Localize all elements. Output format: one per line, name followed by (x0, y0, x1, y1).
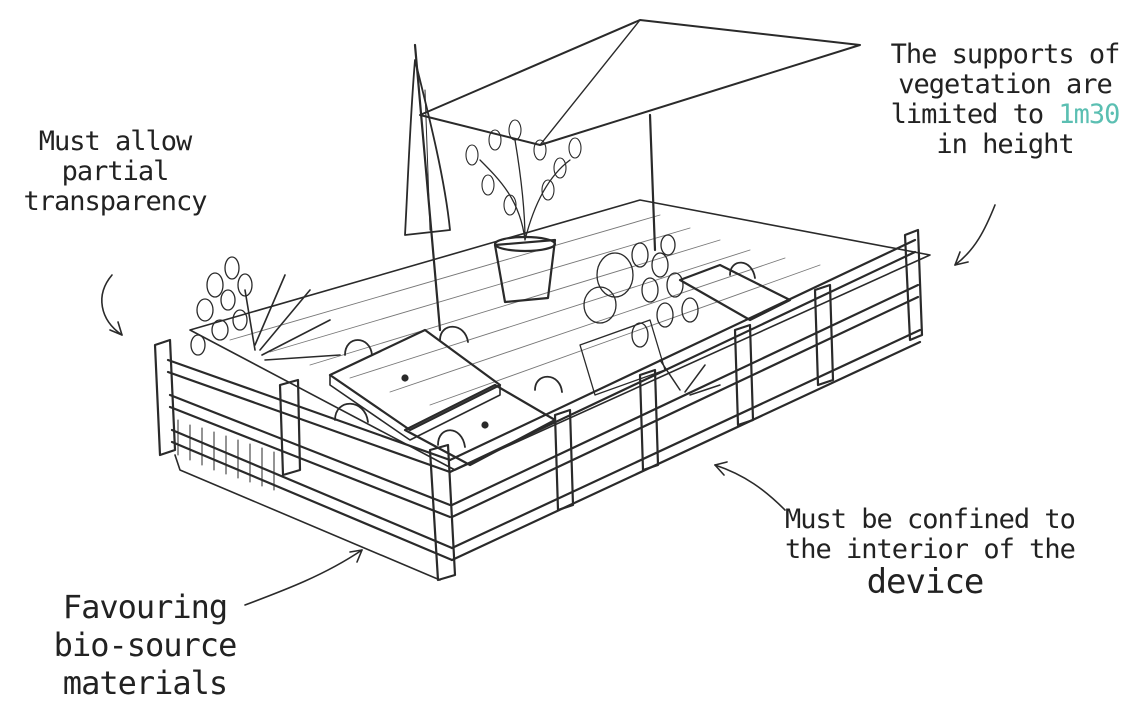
label-confined-line-1: Must be confined to (785, 504, 1076, 535)
parasol (419, 19, 861, 252)
label-confined: Must be confined to the interior of the … (785, 504, 1076, 602)
label-confined-line-3: device (866, 562, 985, 602)
potted-plant (465, 119, 582, 304)
label-vegetation-line-1: The supports of (890, 39, 1121, 70)
table-back (678, 263, 792, 322)
fence-left-side (153, 338, 457, 582)
label-vegetation-line-3: limited to 1m30 (880, 100, 1130, 130)
label-transparency-line-1: Must allow (38, 126, 193, 157)
closed-umbrella (404, 43, 451, 332)
label-vegetation: The supports of vegetation are limited t… (880, 40, 1130, 160)
deck-floor (189, 199, 931, 471)
label-vegetation-prefix: limited to (890, 99, 1059, 130)
label-vegetation-line-4: in height (936, 129, 1074, 160)
planter-vegetation-left (190, 256, 341, 361)
label-biosource-line-2: bio-source (53, 626, 238, 664)
label-biosource-line-3: materials (62, 664, 228, 702)
planter-vegetation-right (579, 234, 721, 396)
arrow-biosource (244, 549, 363, 606)
arrow-vegetation (954, 204, 996, 266)
label-biosource-line-1: Favouring (62, 588, 228, 626)
height-value: 1m30 (1058, 99, 1120, 130)
arrows (101, 204, 996, 606)
chairs (334, 261, 756, 448)
label-vegetation-line-2: vegetation are (898, 69, 1113, 100)
label-biosource: Favouring bio-source materials (30, 588, 260, 702)
fence-long-side (448, 228, 924, 562)
label-confined-line-2: the interior of the (785, 534, 1076, 565)
label-transparency-line-3: transparency (23, 186, 207, 217)
table-left (328, 328, 502, 441)
arrow-confined (714, 464, 786, 511)
label-transparency-line-2: partial (61, 156, 170, 187)
arrow-transparency (101, 274, 123, 336)
label-transparency: Must allow partial transparency (20, 127, 210, 217)
